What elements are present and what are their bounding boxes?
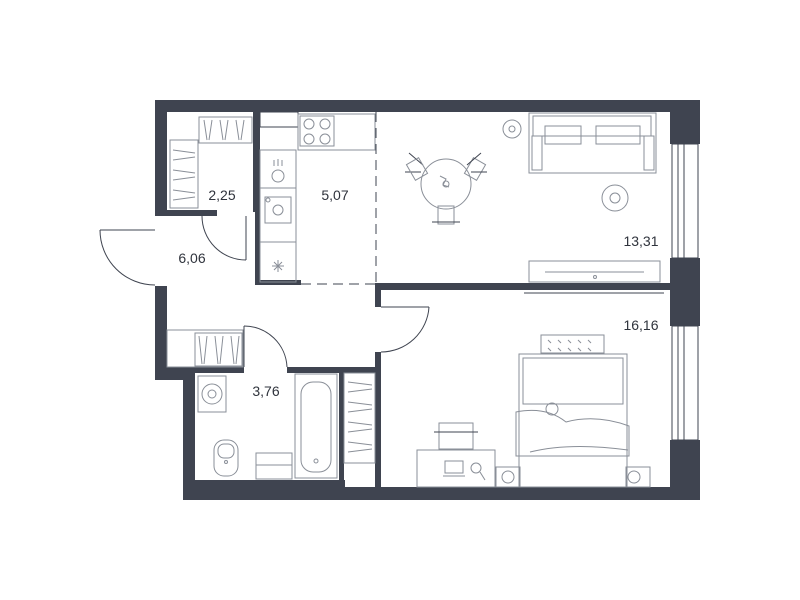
bathroom-door bbox=[243, 325, 288, 368]
bedroom-furniture bbox=[343, 292, 664, 488]
area-label-bathroom: 3,76 bbox=[252, 383, 279, 399]
area-label-storage: 2,25 bbox=[208, 187, 235, 203]
kitchen-furniture bbox=[259, 113, 376, 283]
outer-walls bbox=[155, 100, 700, 500]
area-labels: 2,25 6,06 5,07 13,31 16,16 3,76 bbox=[178, 187, 658, 399]
area-label-hallway: 6,06 bbox=[178, 250, 205, 266]
interior-walls bbox=[167, 111, 670, 493]
bathroom-fixtures bbox=[197, 373, 338, 480]
area-label-kitchen: 5,07 bbox=[321, 187, 348, 203]
area-label-living-room: 13,31 bbox=[623, 233, 658, 249]
windows bbox=[671, 143, 699, 441]
kitchen-zone-boundary bbox=[301, 112, 377, 285]
hall-shelf bbox=[166, 329, 244, 368]
window-bedroom bbox=[671, 325, 699, 441]
doors bbox=[99, 215, 430, 368]
area-label-bedroom: 16,16 bbox=[623, 317, 658, 333]
window-living bbox=[671, 143, 699, 259]
entrance-door bbox=[99, 229, 156, 286]
bedroom-door bbox=[380, 306, 430, 353]
storage-shelving bbox=[169, 116, 253, 209]
living-furniture bbox=[405, 112, 661, 283]
storage-door bbox=[201, 215, 247, 261]
